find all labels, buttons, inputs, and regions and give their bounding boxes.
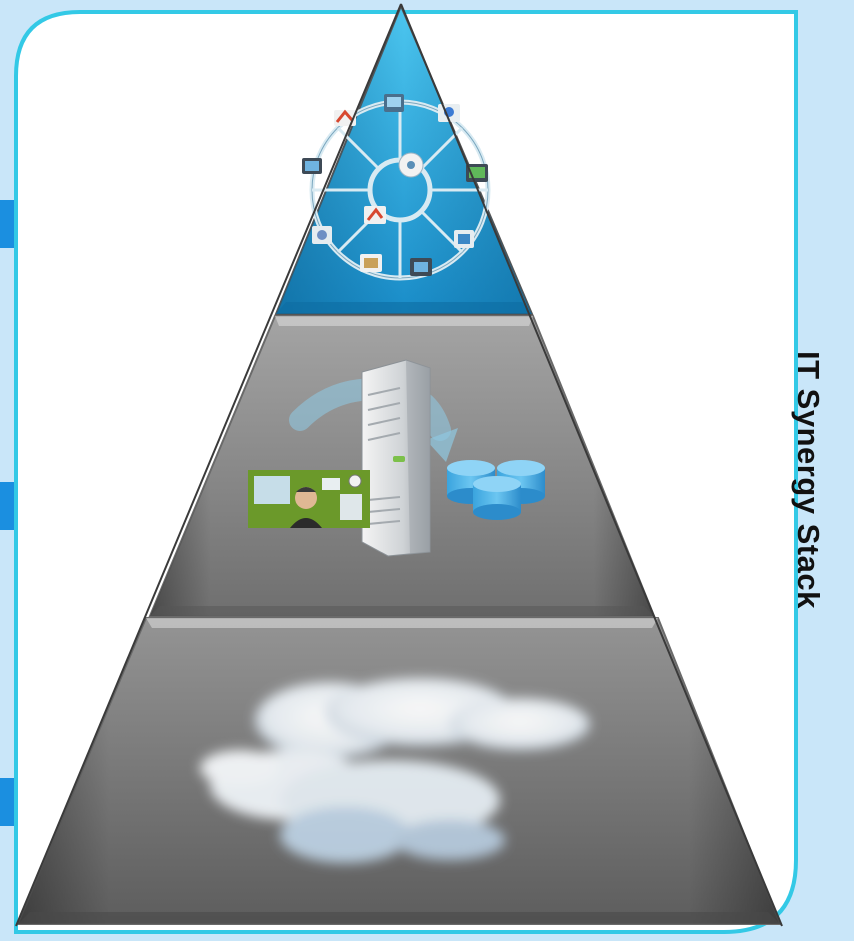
cloud-icon	[200, 678, 590, 863]
server-migration-icon	[248, 359, 545, 557]
user-photo-icon	[248, 470, 370, 528]
stack-title: IT Synergy Stack	[791, 351, 826, 609]
network-ring-icon	[302, 94, 491, 281]
pyramid-outline	[15, 3, 783, 927]
database-icon	[447, 460, 545, 520]
